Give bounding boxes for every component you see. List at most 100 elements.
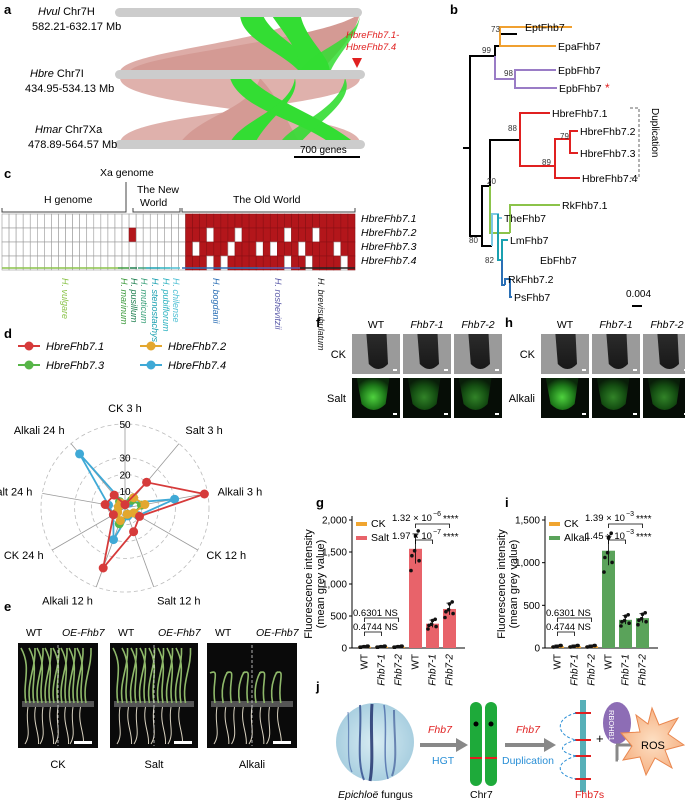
grid-cell [319, 227, 328, 243]
radar-point [170, 494, 180, 504]
grid-cell [220, 213, 229, 229]
data-point [400, 644, 404, 648]
fhb7s-chromosome-icon [559, 700, 591, 792]
data-point [639, 616, 644, 621]
species-labels: H. vulgare H. marinum H. pusillum H. mut… [60, 278, 326, 351]
x-tick-label: WT [411, 654, 422, 670]
data-point [602, 570, 606, 574]
radar-point [129, 493, 139, 503]
bar [602, 550, 615, 648]
grid-cell [44, 241, 52, 257]
data-point [393, 645, 397, 649]
oe-label: OE-Fhb7 [158, 627, 202, 639]
radar-ring [74, 457, 176, 559]
data-point [593, 643, 597, 648]
grid-cell [192, 213, 200, 229]
micro-col-label: WT [368, 319, 385, 331]
duplication-label: Duplication [649, 108, 660, 157]
grid-cell [135, 213, 144, 229]
grid-cell [58, 227, 66, 243]
grid-cell [305, 227, 313, 243]
data-point [427, 623, 431, 628]
scale-label-b: 0.004 [626, 289, 651, 300]
grid-cell [36, 227, 45, 243]
grid-cell [291, 227, 299, 243]
pvalue-annotation: 1.45 × 10 [585, 531, 625, 542]
grid-cell [157, 213, 165, 229]
data-point [447, 602, 452, 606]
panel-label-b: b [450, 2, 458, 17]
hvul-label: Hvul Chr7H [38, 6, 95, 18]
svg-text:20: 20 [487, 177, 496, 186]
grid-cell [79, 213, 88, 229]
grid-cell [277, 227, 285, 243]
micrograph [403, 378, 451, 418]
data-point [572, 644, 577, 649]
data-point [643, 611, 647, 615]
data-point [433, 617, 438, 622]
radar-ring-label: 20 [119, 470, 131, 481]
grid-cell [79, 227, 88, 243]
panel-label-e: e [4, 599, 11, 614]
x-tick-label: WT [604, 654, 615, 670]
data-point [444, 609, 448, 614]
grid-cell [15, 227, 24, 243]
radar-ring-label: 10 [119, 487, 131, 498]
rbohb1-label: RBOHB1 [607, 710, 616, 741]
data-point [451, 611, 455, 616]
data-point [429, 622, 434, 626]
data-point [603, 555, 607, 560]
wt-label: WT [118, 627, 135, 639]
micro-col-label: Fhb7-1 [410, 319, 443, 331]
species-label: H. roshevitzii [273, 278, 283, 331]
x-tick-label: Fhb7-1 [570, 654, 581, 686]
old-world-label: The Old World [233, 194, 301, 206]
radar-point [129, 527, 139, 537]
y-tick-label: 2,000 [322, 516, 347, 527]
radar-point [140, 500, 150, 509]
pvalue-exponent: −3 [626, 529, 634, 536]
x-tick-label: Fhb7-2 [445, 654, 456, 686]
grid-cell [241, 213, 250, 229]
grid-cell [142, 241, 151, 257]
grid-cell [58, 213, 66, 229]
grid-cell [65, 213, 73, 229]
species-label: H. bogdanii [211, 278, 221, 325]
grid-cell [262, 213, 271, 229]
data-point [396, 644, 401, 649]
data-point [410, 553, 414, 558]
x-tick-label: Fhb7-2 [638, 654, 649, 686]
radar-point [120, 500, 130, 510]
micro-row-label: CK [520, 349, 536, 361]
radar-axis-label: CK 24 h [4, 550, 44, 562]
grid-cell [178, 213, 186, 229]
micrograph [454, 378, 502, 418]
grid-cell [277, 241, 285, 257]
grid-cell [100, 213, 109, 229]
micrograph [643, 378, 685, 418]
grid-cell [206, 241, 215, 257]
grid-cell [234, 213, 243, 229]
grid-cell [128, 227, 137, 243]
micrograph [454, 334, 502, 374]
data-point [430, 618, 435, 623]
grid-cell [93, 241, 102, 257]
gene-row-labels: HbreFhb7.1 HbreFhb7.2 HbreFhb7.3 HbreFhb… [361, 213, 417, 267]
radar-point [109, 490, 119, 500]
data-point [626, 613, 630, 617]
svg-text:82: 82 [485, 256, 494, 265]
hmar-range: 478.89-564.57 Mb [28, 139, 117, 151]
hbre-label: Hbre Chr7I [30, 68, 84, 80]
x-tick-label: Fhb7-1 [621, 654, 632, 686]
grid-cell [340, 241, 349, 257]
row-label: HbreFhb7.4 [361, 255, 417, 267]
grid-cell [72, 227, 80, 243]
svg-text:79: 79 [560, 132, 569, 141]
grid-cell [347, 255, 356, 271]
marker-triangle-icon [352, 58, 362, 68]
grid-cell [65, 241, 73, 257]
grid-cell [333, 241, 342, 257]
duplication-arrow-head-icon [544, 738, 556, 752]
